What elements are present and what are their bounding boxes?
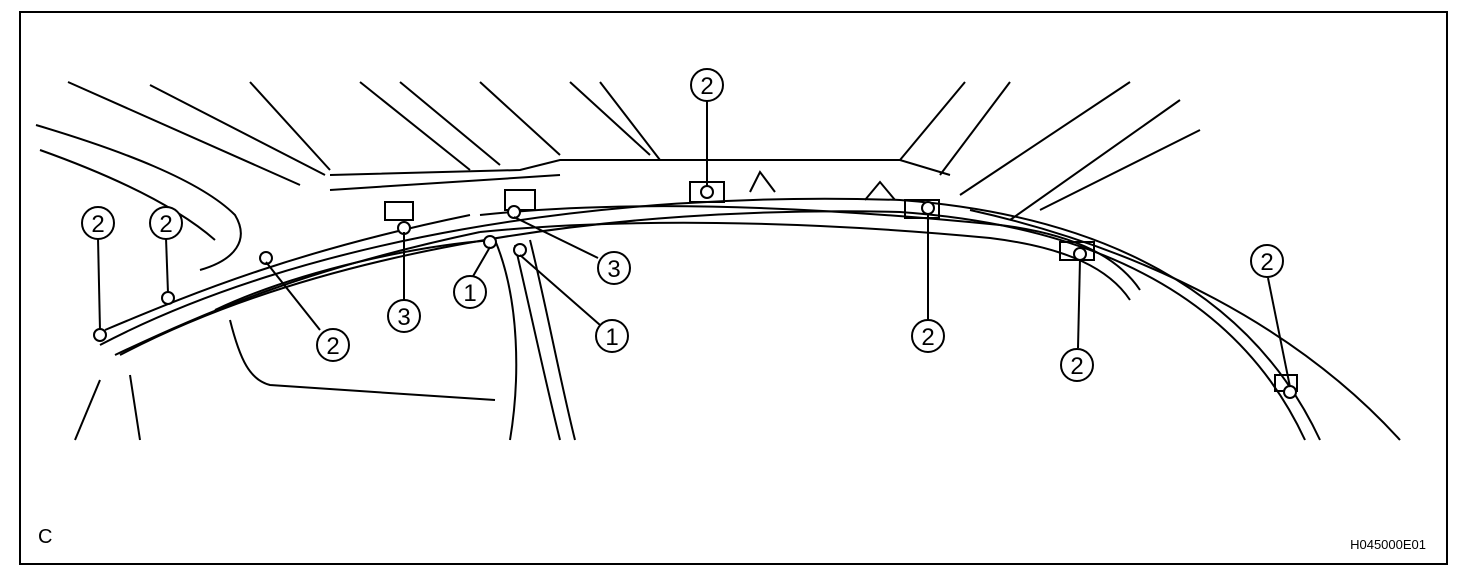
- svg-text:3: 3: [397, 304, 410, 331]
- callout-2f: 2: [1060, 348, 1094, 382]
- panel-label: C: [38, 526, 53, 548]
- callout-3a: 3: [387, 299, 421, 333]
- figure-frame: [19, 11, 1448, 565]
- svg-text:2: 2: [159, 211, 172, 238]
- figure-id: H045000E01: [1350, 537, 1426, 552]
- callout-2c: 2: [316, 328, 350, 362]
- callout-2e: 2: [911, 319, 945, 353]
- svg-text:2: 2: [700, 73, 713, 100]
- svg-text:2: 2: [1070, 353, 1083, 380]
- svg-text:1: 1: [605, 324, 618, 351]
- callout-2g: 2: [1250, 244, 1284, 278]
- callout-3b: 3: [597, 251, 631, 285]
- bolt-markers: [93, 185, 1297, 399]
- svg-text:2: 2: [91, 211, 104, 238]
- svg-text:3: 3: [607, 256, 620, 283]
- leader-lines: [97, 100, 1291, 388]
- callout-2a: 2: [81, 206, 115, 240]
- callout-2d: 2: [690, 68, 724, 102]
- svg-text:2: 2: [921, 324, 934, 351]
- callout-1a: 1: [453, 275, 487, 309]
- callout-1b: 1: [595, 319, 629, 353]
- vehicle-body-outline: [35, 81, 1401, 441]
- callout-2b: 2: [149, 206, 183, 240]
- svg-text:2: 2: [326, 333, 339, 360]
- svg-text:2: 2: [1260, 249, 1273, 276]
- svg-text:1: 1: [463, 280, 476, 307]
